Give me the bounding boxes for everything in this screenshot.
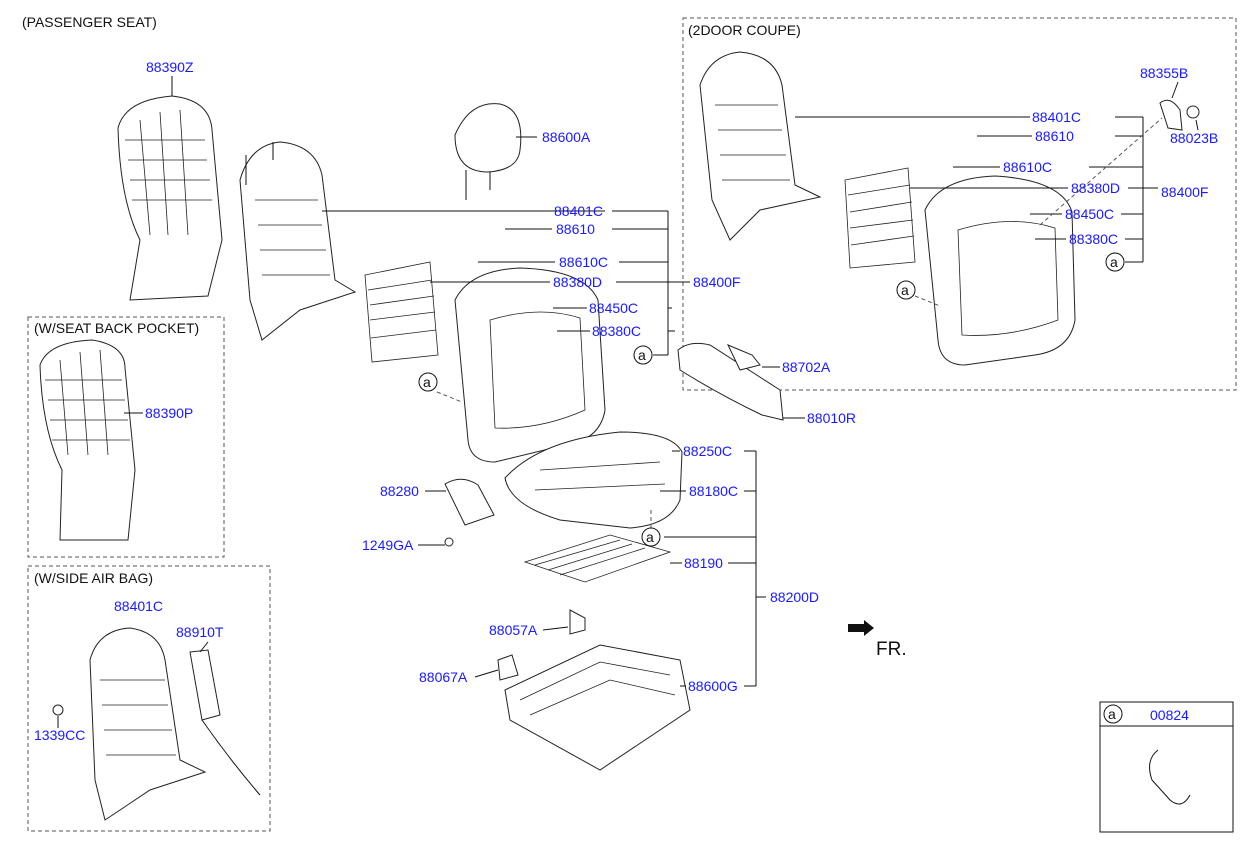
coupe-part-88355B[interactable]: 88355B (1140, 65, 1188, 81)
part-88010R[interactable]: 88010R (807, 410, 856, 426)
part-88610C[interactable]: 88610C (559, 254, 608, 270)
part-88180C[interactable]: 88180C (689, 483, 738, 499)
airbag-frame-illustration (52, 627, 261, 821)
legend-marker: a (1103, 704, 1123, 724)
coupe-part-88450C[interactable]: 88450C (1065, 206, 1114, 222)
side-air-bag-frame (27, 565, 271, 832)
part-88600A[interactable]: 88600A (542, 129, 591, 145)
coupe-part-88380D[interactable]: 88380D (1071, 180, 1120, 196)
svg-text:a: a (646, 529, 654, 545)
coupe-part-88380C[interactable]: 88380C (1069, 231, 1118, 247)
part-88380D[interactable]: 88380D (553, 274, 602, 290)
part-1249GA[interactable]: 1249GA (362, 537, 414, 553)
part-88380C[interactable]: 88380C (592, 323, 641, 339)
coupe-back-wire-illustration (844, 167, 916, 269)
coupe-part-88610C[interactable]: 88610C (1003, 159, 1052, 175)
coupe-section-frame (682, 17, 1237, 391)
ref-marker-coupe-wire: a (896, 280, 916, 300)
back-cushion-illustration (454, 267, 606, 463)
passenger-seat-title: (PASSENGER SEAT) (22, 14, 157, 30)
part-88190[interactable]: 88190 (684, 555, 723, 571)
seat-back-board-illustration (117, 95, 223, 301)
part-88400F[interactable]: 88400F (693, 274, 740, 290)
front-direction-arrow-icon (848, 620, 874, 636)
side-air-bag-title: (W/SIDE AIR BAG) (34, 570, 153, 586)
ref-marker-cushion: a (641, 527, 661, 547)
side-trim-illustration (677, 342, 784, 421)
legend-frame (1099, 701, 1234, 833)
coupe-part-88401C[interactable]: 88401C (1032, 109, 1081, 125)
seat-cushion-illustration (504, 431, 683, 529)
ref-marker-back: a (633, 345, 653, 365)
part-1339CC[interactable]: 1339CC (34, 727, 85, 743)
svg-text:a: a (1110, 254, 1118, 270)
part-88250C[interactable]: 88250C (683, 443, 732, 459)
seat-back-pocket-title: (W/SEAT BACK POCKET) (34, 320, 199, 336)
headrest-illustration (454, 103, 522, 200)
part-88057A[interactable]: 88057A (489, 622, 538, 638)
coupe-lever-illustration (1159, 99, 1200, 131)
seat-back-pocket-illustration (39, 339, 136, 541)
legend-clip-illustration (1149, 749, 1191, 805)
part-88450C[interactable]: 88450C (589, 300, 638, 316)
part-88401C-airbag[interactable]: 88401C (114, 598, 163, 614)
svg-text:a: a (423, 374, 431, 390)
ref-marker-wire: a (418, 372, 438, 392)
seat-track-illustration (497, 609, 691, 771)
coupe-title: (2DOOR COUPE) (688, 22, 801, 38)
leader-lines (57, 76, 1199, 728)
part-88401C[interactable]: 88401C (554, 203, 603, 219)
coupe-part-88023B[interactable]: 88023B (1170, 130, 1218, 146)
part-88390P[interactable]: 88390P (145, 405, 193, 421)
coupe-back-cushion-illustration (924, 175, 1076, 366)
part-88390Z[interactable]: 88390Z (146, 59, 194, 75)
part-88280[interactable]: 88280 (380, 483, 419, 499)
back-frame-illustration (239, 141, 357, 341)
coupe-part-88400F[interactable]: 88400F (1161, 184, 1208, 200)
svg-text:a: a (901, 282, 909, 298)
svg-text:a: a (638, 347, 646, 363)
cushion-side-cover-illustration (444, 478, 495, 547)
part-88600G[interactable]: 88600G (688, 678, 738, 694)
part-88910T[interactable]: 88910T (176, 624, 224, 640)
coupe-part-88610[interactable]: 88610 (1035, 128, 1074, 144)
back-wire-illustration (364, 261, 439, 363)
seat-back-pocket-frame (27, 316, 225, 558)
front-direction-label: FR. (876, 639, 907, 660)
part-88610[interactable]: 88610 (556, 221, 595, 237)
part-88200D[interactable]: 88200D (770, 589, 819, 605)
ref-marker-coupe-back: a (1105, 252, 1125, 272)
coupe-back-frame-illustration (699, 51, 822, 241)
part-88702A[interactable]: 88702A (782, 359, 831, 375)
part-88067A[interactable]: 88067A (419, 669, 468, 685)
legend-part-number[interactable]: 00824 (1150, 707, 1189, 723)
cushion-spring-illustration (523, 534, 672, 583)
svg-text:a: a (1108, 706, 1116, 722)
